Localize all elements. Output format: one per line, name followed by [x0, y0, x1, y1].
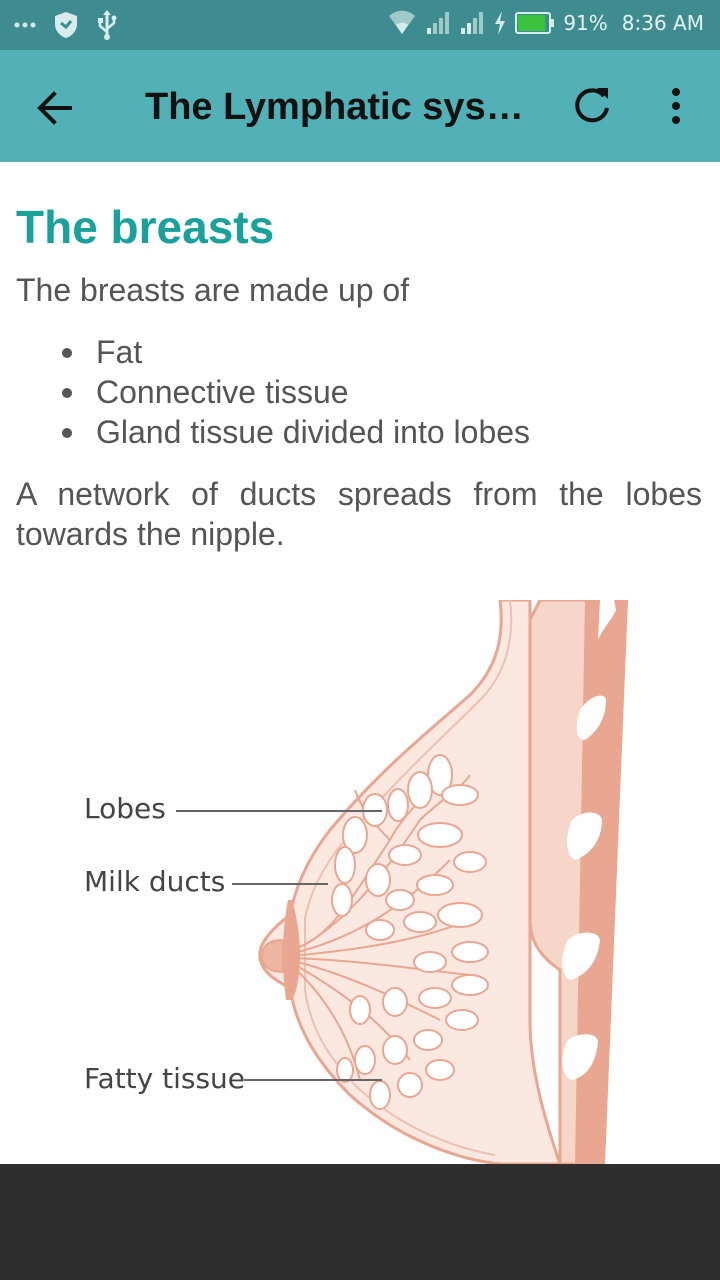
- signal-icon: [459, 10, 485, 36]
- clock: 8:36 AM: [621, 11, 704, 35]
- label-milk-ducts: Milk ducts: [84, 865, 225, 898]
- page-title: The Lymphatic syst…: [145, 86, 525, 128]
- back-arrow-icon[interactable]: [30, 84, 78, 132]
- composition-list: Fat Connective tissue Gland tissue divid…: [60, 332, 530, 452]
- label-fatty-tissue: Fatty tissue: [84, 1062, 245, 1095]
- list-item: Fat: [60, 332, 530, 372]
- article-content: The breasts The breasts are made up of F…: [0, 162, 720, 1164]
- battery-icon: [515, 12, 555, 34]
- list-item: Gland tissue divided into lobes: [60, 412, 530, 452]
- section-heading: The breasts: [16, 201, 275, 253]
- signal-icon: [425, 10, 451, 36]
- more-dots-icon: [14, 20, 36, 30]
- navigation-bar: [0, 1164, 720, 1280]
- wifi-icon: [387, 10, 417, 36]
- refresh-icon[interactable]: [568, 82, 616, 130]
- charging-icon: [493, 10, 507, 36]
- status-bar: 91% 8:36 AM: [0, 0, 720, 50]
- app-bar: The Lymphatic syst…: [0, 50, 720, 162]
- ducts-paragraph: A network of ducts spreads from the lobe…: [16, 476, 702, 552]
- shield-icon: [54, 11, 78, 39]
- battery-percent: 91%: [563, 11, 608, 35]
- intro-text: The breasts are made up of: [16, 272, 410, 308]
- usb-icon: [96, 10, 118, 40]
- label-lobes: Lobes: [84, 792, 166, 825]
- breast-anatomy-diagram: Lobes Milk ducts Fatty tissue: [84, 600, 628, 1164]
- list-item: Connective tissue: [60, 372, 530, 412]
- more-vert-icon[interactable]: [662, 82, 690, 130]
